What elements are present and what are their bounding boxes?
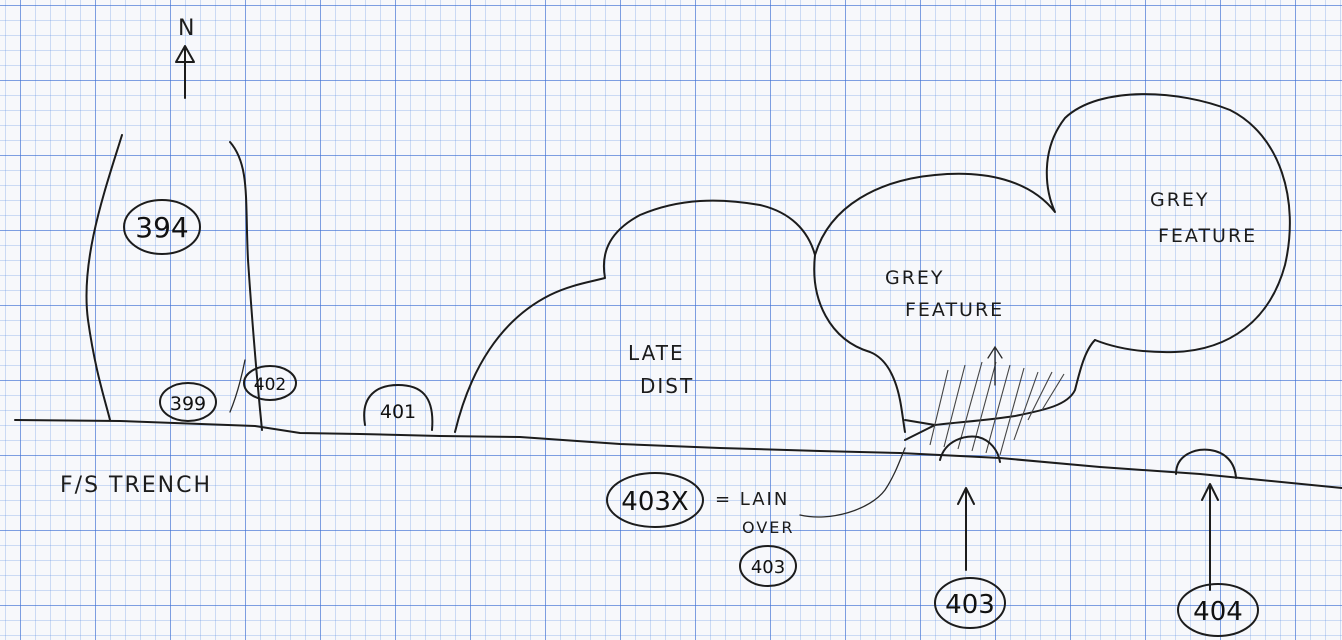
trench-label: F/S TRENCH (60, 473, 212, 498)
context-403x: 403X (606, 472, 704, 528)
equals-note-2: OVER (742, 518, 794, 537)
feature-394-outline (85, 134, 123, 421)
svg-text:404: 404 (1193, 597, 1243, 627)
north-arrow-icon (175, 45, 195, 99)
svg-text:394: 394 (135, 211, 188, 244)
late-dist-label-1: LATE (628, 341, 685, 365)
context-403-ref: 403 (739, 545, 797, 587)
north-letter: N (178, 16, 196, 41)
svg-text:403: 403 (751, 557, 785, 578)
late-dist-label-2: DIST (640, 374, 694, 398)
cut-403-profile (939, 435, 1001, 463)
up-arrow-icon (987, 345, 1003, 386)
context-404: 404 (1177, 583, 1259, 637)
svg-text:399: 399 (170, 393, 206, 415)
context-394: 394 (123, 199, 201, 255)
north-arrow: N (175, 16, 196, 99)
svg-text:402: 402 (254, 375, 286, 395)
trench-ground-line (14, 419, 1342, 489)
svg-text:403: 403 (945, 590, 995, 620)
svg-text:403X: 403X (621, 487, 688, 517)
feature-402-edge (229, 359, 246, 413)
hatched-area (929, 361, 1065, 456)
context-399: 399 (159, 382, 217, 422)
arrow-to-403-icon (957, 487, 975, 571)
grey-feature-b-lower (934, 339, 1096, 426)
grey-feature-a-lower (813, 254, 906, 433)
grey-feature-a-outline (814, 93, 1291, 354)
late-dist-outline (454, 199, 816, 433)
grey-feature-a-label-2: FEATURE (905, 299, 1004, 321)
grey-feature-b-label-2: FEATURE (1158, 225, 1257, 247)
junction-lines (904, 419, 936, 441)
grey-feature-b-label-1: GREY (1150, 189, 1210, 211)
svg-text:401: 401 (380, 401, 416, 423)
feature-394-right-edge (229, 141, 263, 431)
context-402: 402 (243, 365, 297, 401)
cut-404-profile (1175, 448, 1237, 479)
lain-over-link (799, 447, 906, 518)
equals-note-1: = LAIN (715, 489, 789, 510)
arrow-to-404-icon (1201, 483, 1219, 591)
context-403: 403 (934, 577, 1006, 629)
context-401: 401 (363, 384, 434, 431)
grey-feature-a-label-1: GREY (885, 267, 945, 289)
